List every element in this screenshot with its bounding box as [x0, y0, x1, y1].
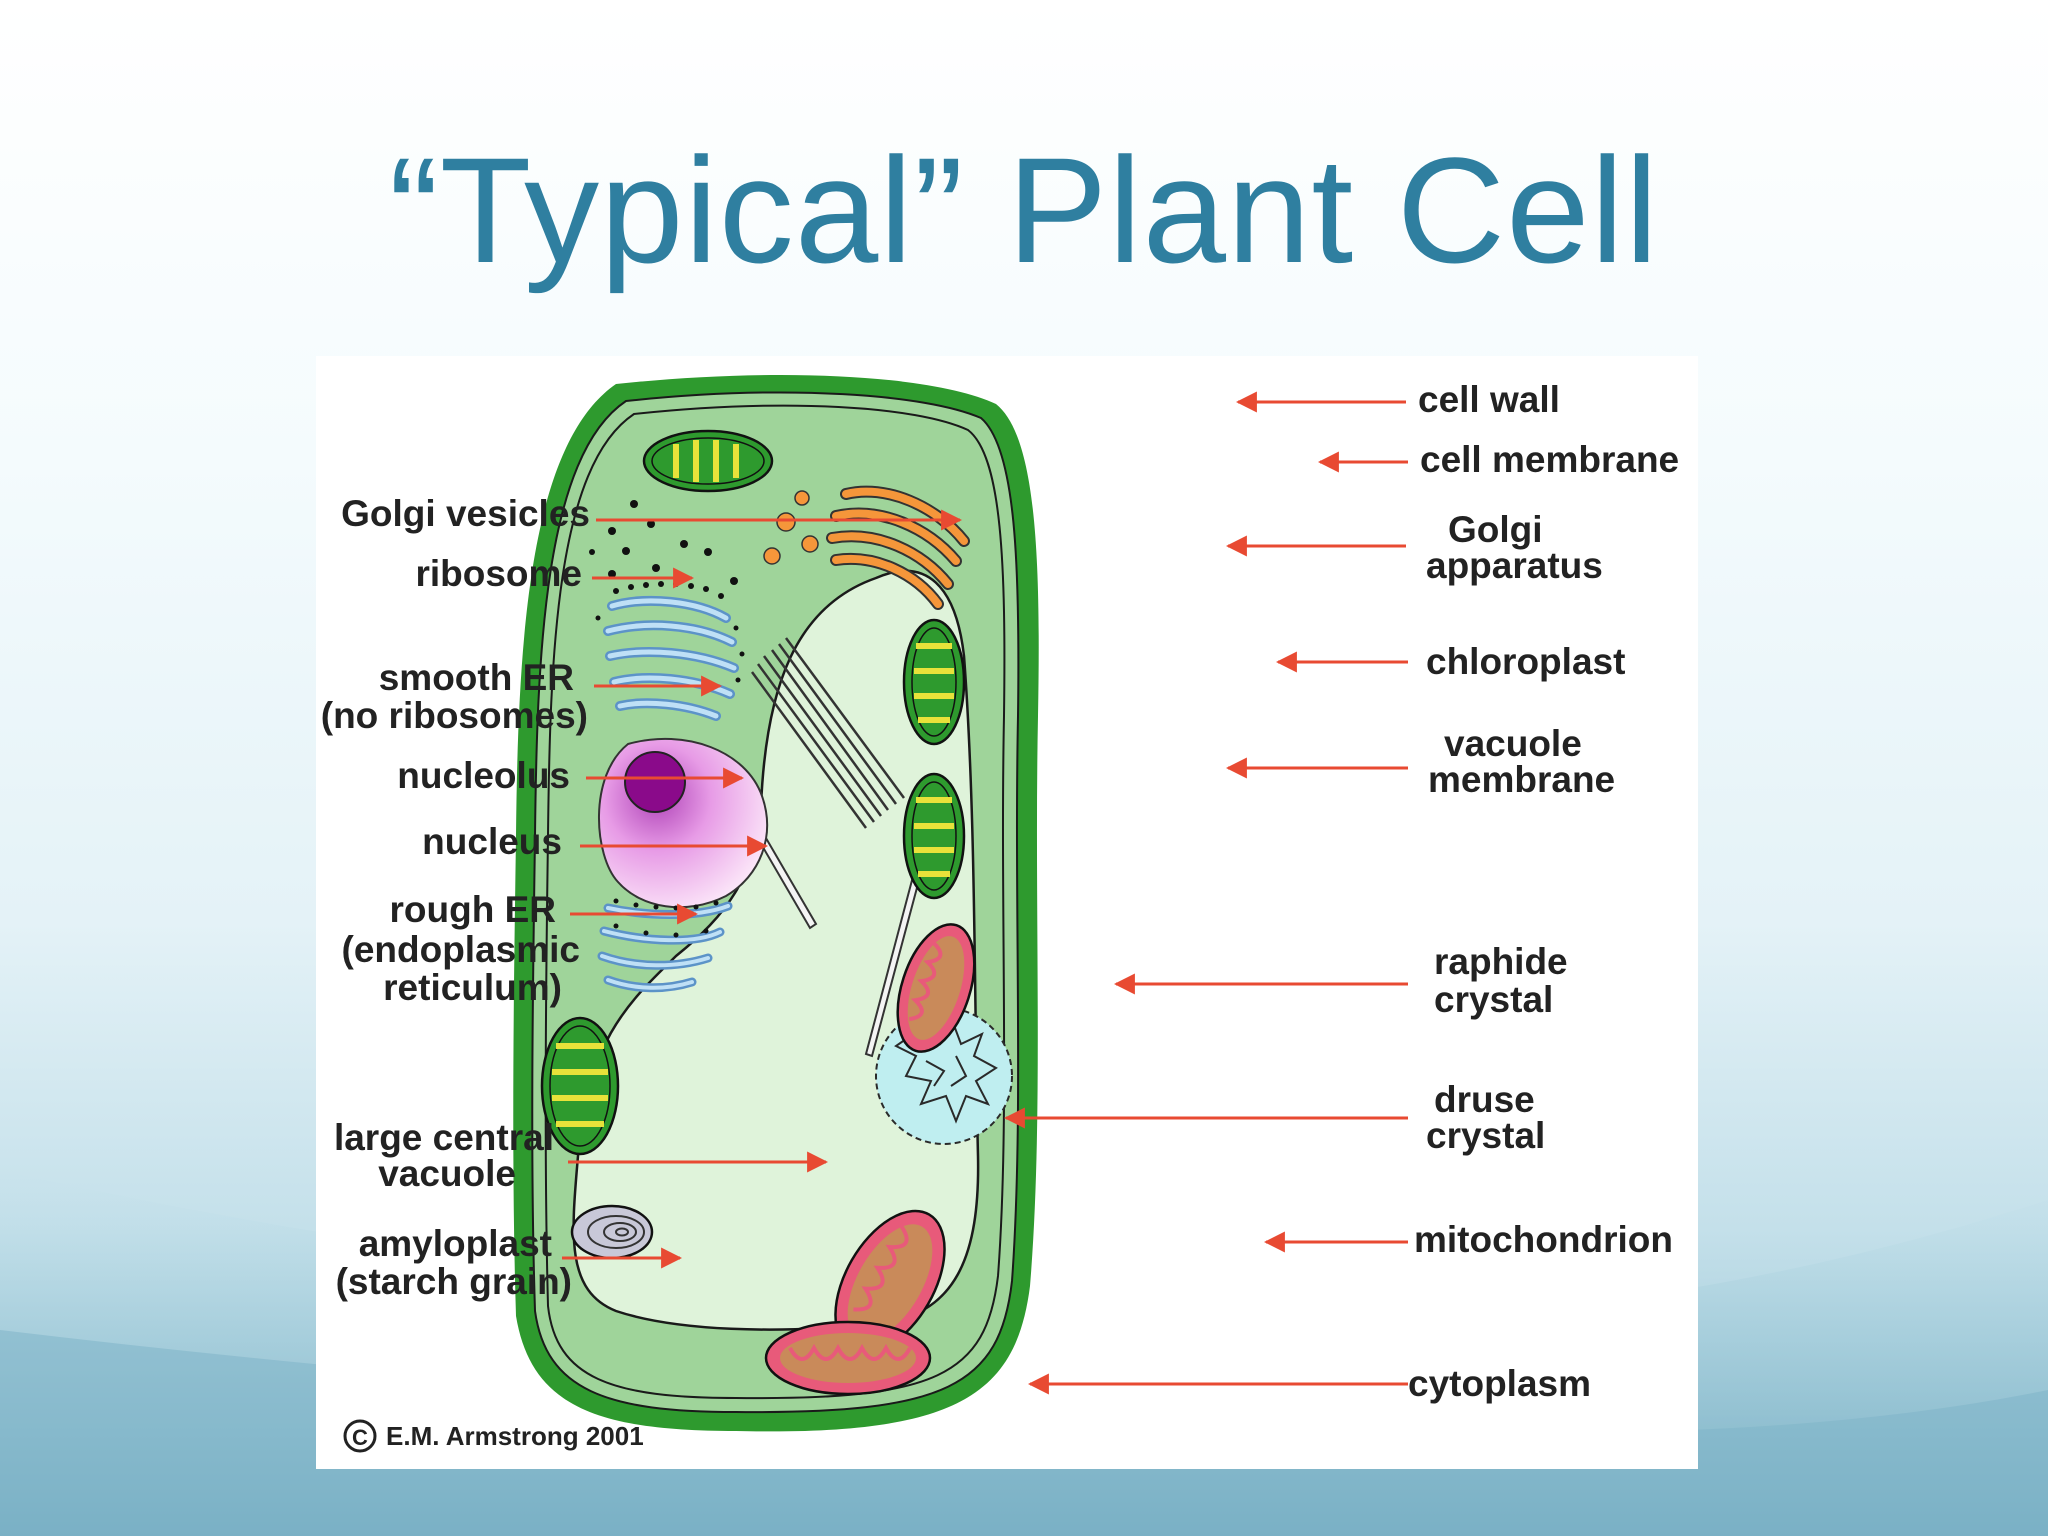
nucleolus: [624, 751, 686, 813]
plant-cell-diagram: Golgi vesicles ribosome smooth ER (no ri…: [316, 356, 1698, 1469]
label-vacuole-membrane-2: membrane: [1428, 759, 1615, 800]
label-nucleolus: nucleolus: [397, 755, 570, 796]
label-arrows: [562, 391, 1408, 1395]
label-golgi-apparatus: Golgi: [1448, 509, 1543, 550]
label-amyloplast: amyloplast: [359, 1223, 552, 1264]
amyloplast: [570, 1204, 654, 1260]
label-smooth-er: smooth ER: [379, 657, 574, 698]
mitochondrion-right-small: [896, 923, 976, 1053]
cell-membrane: [544, 404, 1006, 1400]
label-large-central-vacuole-2: vacuole: [378, 1153, 516, 1194]
label-amyloplast-note: (starch grain): [336, 1261, 572, 1302]
label-cytoplasm: cytoplasm: [1408, 1363, 1591, 1404]
credit-text: E.M. Armstrong 2001: [386, 1421, 644, 1451]
label-cell-wall: cell wall: [1418, 379, 1560, 420]
copyright-symbol: C: [352, 1425, 368, 1450]
label-rough-er-note-1: (endoplasmic: [342, 929, 581, 970]
mitochondrion-bottom: [764, 1320, 932, 1396]
label-large-central-vacuole: large central: [334, 1117, 554, 1158]
chloroplast-right-1: [902, 618, 966, 746]
chloroplast-top: [642, 429, 774, 493]
ribosomes: [589, 500, 738, 585]
label-rough-er-note-2: reticulum): [383, 967, 562, 1008]
raphide-crystal-bundle: [750, 637, 906, 829]
label-raphide-crystal-2: crystal: [1434, 979, 1553, 1020]
plant-cell-svg: Golgi vesicles ribosome smooth ER (no ri…: [321, 374, 1679, 1453]
label-druse-crystal-2: crystal: [1426, 1115, 1545, 1156]
label-cell-membrane: cell membrane: [1420, 439, 1679, 480]
label-golgi-apparatus-2: apparatus: [1426, 545, 1603, 586]
slide-title: “Typical” Plant Cell: [388, 126, 1660, 294]
label-ribosome: ribosome: [415, 553, 582, 594]
label-vacuole-membrane: vacuole: [1444, 723, 1582, 764]
label-chloroplast: chloroplast: [1426, 641, 1625, 682]
label-golgi-vesicles: Golgi vesicles: [341, 493, 590, 534]
label-smooth-er-note: (no ribosomes): [321, 695, 588, 736]
label-nucleus: nucleus: [422, 821, 562, 862]
label-rough-er: rough ER: [390, 889, 556, 930]
copyright-icon: [343, 1419, 377, 1453]
chloroplast-left: [540, 1016, 620, 1156]
copyright-credit: C E.M. Armstrong 2001: [343, 1419, 644, 1453]
label-raphide-crystal: raphide: [1434, 941, 1568, 982]
label-mitochondrion: mitochondrion: [1414, 1219, 1673, 1260]
label-druse-crystal: druse: [1434, 1079, 1535, 1120]
golgi-vesicles: [763, 490, 819, 565]
chloroplast-right-2: [902, 772, 966, 900]
